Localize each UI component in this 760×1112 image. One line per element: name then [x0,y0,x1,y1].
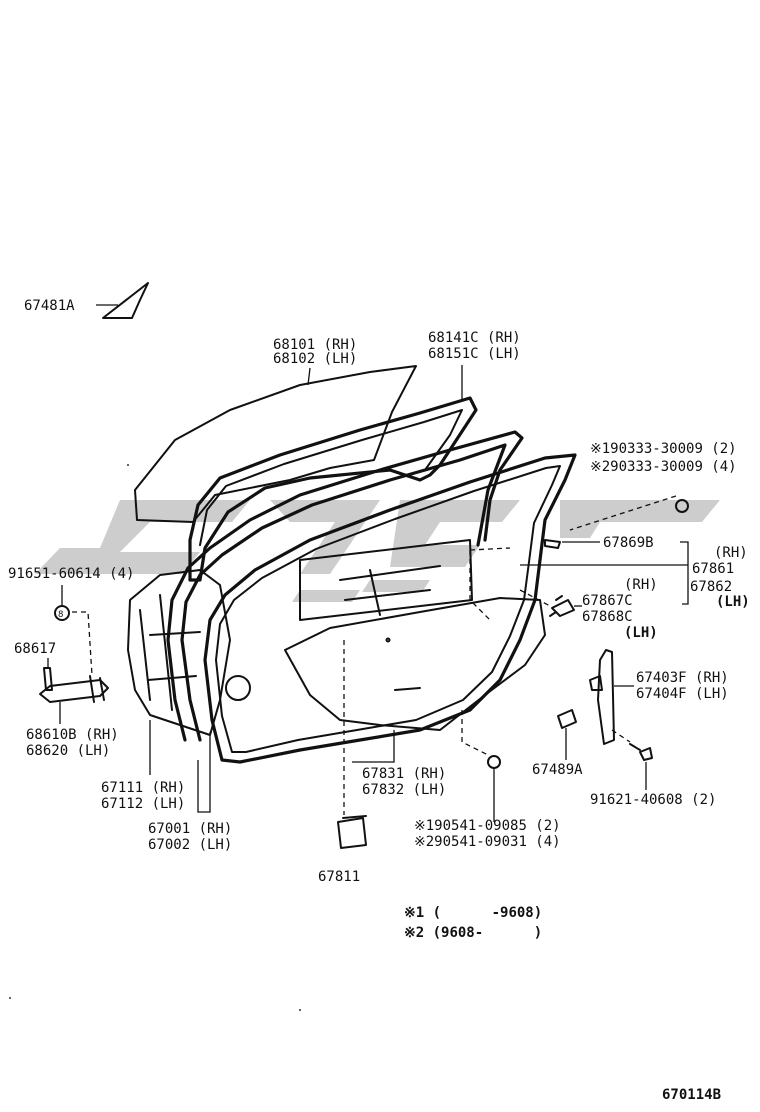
label-67862: 67862 [690,579,732,595]
label-67867c: 67867C [582,593,633,609]
label-68610b: 68610B (RH) [26,727,119,743]
label-90333-1: ※190333-30009 (2) [590,441,737,457]
glass-run [188,365,478,582]
label-67869b: 67869B [603,535,654,551]
label-67831: 67831 (RH) [362,766,446,782]
label-67489a: 67489A [532,762,583,778]
label-68617: 68617 [14,641,56,657]
svg-text:8: 8 [58,610,63,620]
label-68620: 68620 (LH) [26,743,110,759]
pad-67489a [557,709,577,760]
label-67111: 67111 (RH) [101,780,185,796]
pad-67811 [337,815,367,849]
label-91621: 91621-40608 (2) [590,792,716,808]
division-bar [589,649,653,790]
door-frame-outer [166,430,524,742]
label-90541-1: ※190541-09085 (2) [414,818,561,834]
label-67832: 67832 (LH) [362,782,446,798]
label-67481a: 67481A [24,298,75,314]
label-67403f: 67403F (RH) [636,670,729,686]
label-67861: 67861 [692,561,734,577]
label-67404f: 67404F (LH) [636,686,729,702]
note-2: ※2 (9608- ) [404,925,542,941]
door-weatherstrip [203,453,577,764]
label-68102: 68102 (LH) [273,351,357,367]
label-68151c: 68151C (LH) [428,346,521,362]
door-shell [127,539,473,736]
clip-90541 [461,710,501,822]
label-67002: 67002 (LH) [148,837,232,853]
figure-code: 670114B [662,1087,721,1103]
label-67811: 67811 [318,869,360,885]
specks [9,464,301,1011]
hinge: 8 [39,585,109,724]
label-67001: 67001 (RH) [148,821,232,837]
label-67112: 67112 (LH) [101,796,185,812]
part-67867c [519,589,582,617]
label-lh-b: (LH) [624,625,658,641]
part-67481a-shape [96,282,149,319]
label-rh-b: (RH) [624,577,658,593]
label-91651: 91651-60614 (4) [8,566,134,582]
label-67868c: 67868C [582,609,633,625]
label-90541-2: ※290541-09031 (4) [414,834,561,850]
service-hole-cover [284,597,546,815]
label-rh-a: (RH) [714,545,748,561]
label-lh-a: (LH) [716,594,750,610]
leaders-right-upper [469,495,689,621]
door-glass [134,365,417,523]
labels: 67481A 68101 (RH) 68102 (LH) 68141C (RH)… [8,298,750,1103]
label-68141c: 68141C (RH) [428,330,521,346]
label-68101: 68101 (RH) [273,337,357,353]
label-90333-2: ※290333-30009 (4) [590,459,737,475]
note-1: ※1 ( -9608) [404,905,542,921]
leaders-left [149,720,211,813]
